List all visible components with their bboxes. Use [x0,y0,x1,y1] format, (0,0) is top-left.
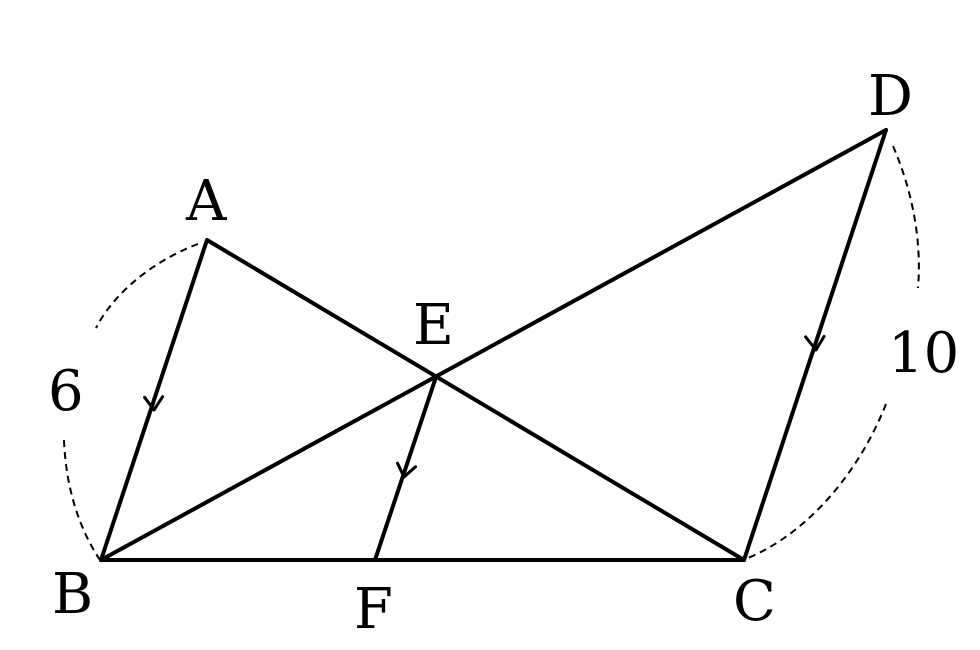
parallel-arrow-ab [143,395,165,412]
label-c: C [733,569,776,634]
arc-ab-lower [63,439,101,561]
segment-ac [205,238,746,562]
label-e: E [413,293,454,358]
parallel-arrow-ef [396,461,417,479]
length-label-cd: 10 [888,321,959,386]
arc-cd [892,145,920,289]
label-f: F [354,577,393,642]
label-a: A [185,169,227,234]
arc-ab [95,243,199,329]
label-d: D [868,64,913,129]
label-b: B [52,562,93,627]
length-label-ab: 6 [48,359,84,424]
segment-bd [99,128,888,562]
parallel-arrow-cd [804,334,826,352]
arc-cd-lower [747,403,887,559]
segment-cd [742,128,888,562]
segment-ef [373,375,438,562]
segment-ab [99,238,209,562]
